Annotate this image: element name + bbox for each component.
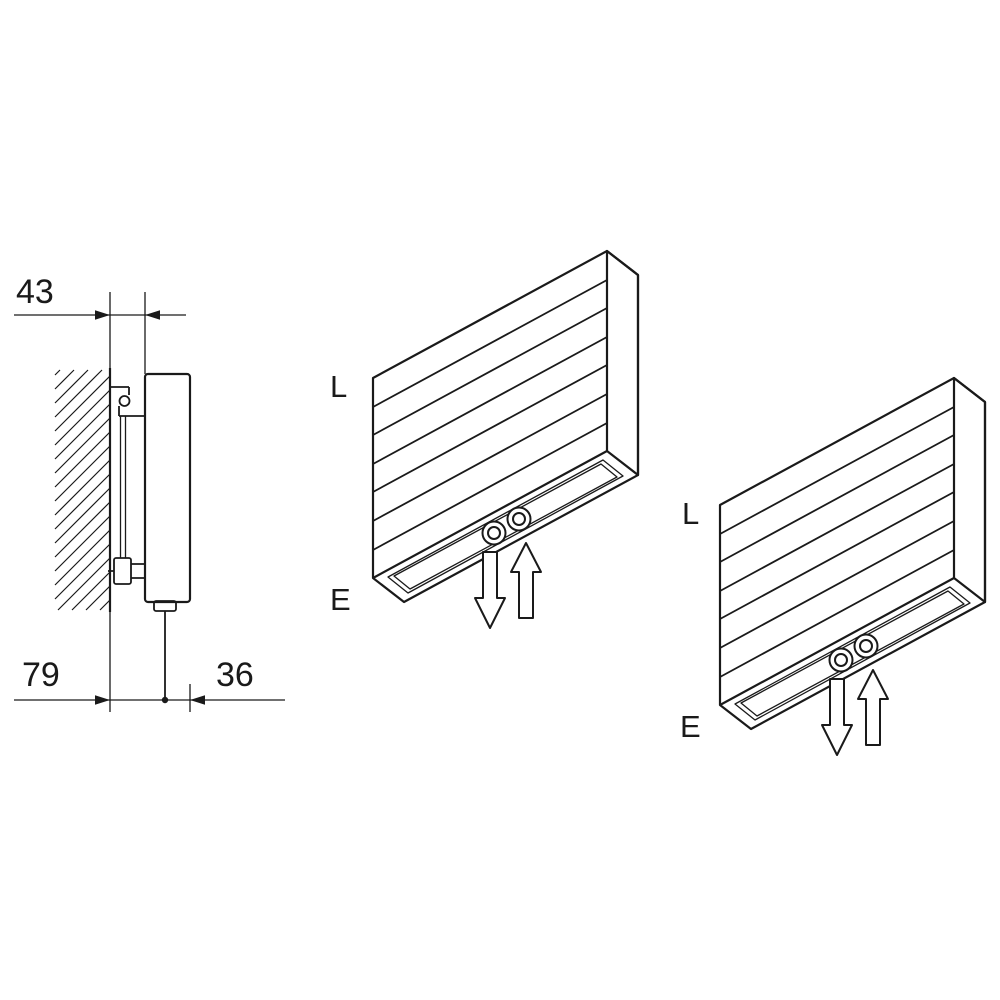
- return-label-middle: E: [330, 582, 351, 617]
- mounting-bracket: [108, 386, 146, 585]
- dimension-arrow-left-icon: [190, 695, 205, 705]
- dimension-arrow-right-icon: [95, 695, 110, 705]
- dimension-bottom: 79 36: [14, 612, 285, 712]
- radiator-iso-right: [718, 376, 987, 757]
- bracket-rail: [119, 416, 127, 558]
- dimension-label-43: 43: [16, 273, 54, 311]
- dimension-top: 43: [14, 273, 186, 374]
- dimension-label-79: 79: [22, 656, 60, 694]
- wall-hatching: [54, 369, 111, 611]
- return-label-right: E: [680, 709, 701, 744]
- bracket-clip-circle: [118, 395, 131, 407]
- bracket-foot: [113, 557, 132, 585]
- dimension-label-36: 36: [216, 656, 254, 694]
- side-mounting-view: 43 79 36: [14, 273, 285, 712]
- dimension-origin-dot: [161, 696, 169, 704]
- dimension-arrow-right-icon: [95, 310, 110, 320]
- extension-lines-bottom: [109, 612, 191, 712]
- radiator-iso-middle: [371, 249, 640, 630]
- bottom-valve-connection: [153, 600, 177, 700]
- supply-label-middle: L: [330, 369, 347, 404]
- extension-lines-top: [109, 292, 146, 374]
- supply-label-right: L: [682, 496, 699, 531]
- radiator-side-profile: [143, 372, 192, 604]
- isometric-view-right: L E: [680, 376, 987, 757]
- dimension-arrow-left-icon: [145, 310, 160, 320]
- isometric-view-middle: L E: [330, 249, 640, 630]
